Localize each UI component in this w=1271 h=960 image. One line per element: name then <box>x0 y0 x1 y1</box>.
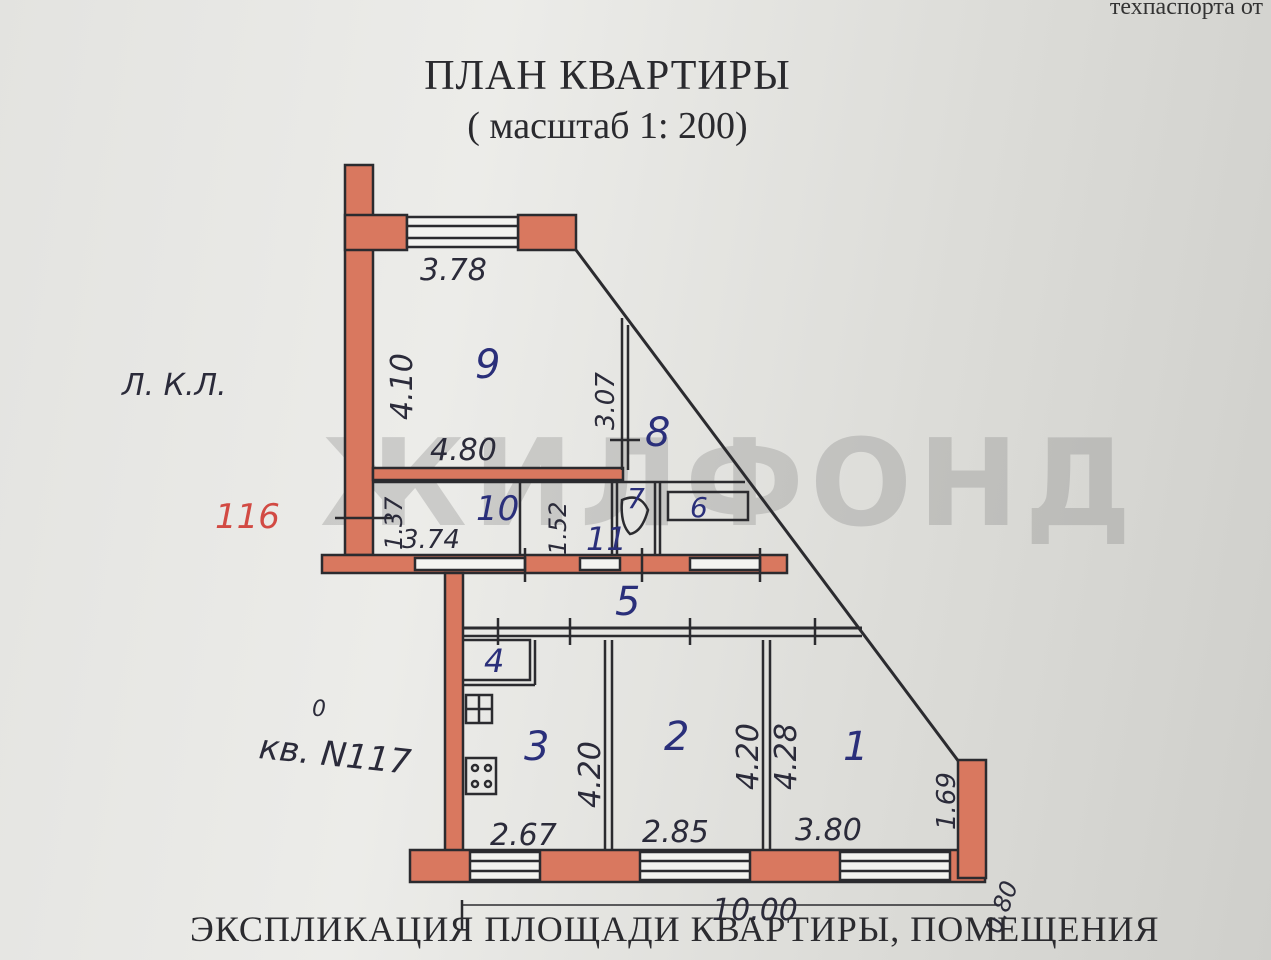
room-number-2: 2 <box>664 714 689 760</box>
dim-right-wall: 1.69 <box>932 772 962 830</box>
room-number-8: 8 <box>645 410 670 456</box>
dim-room9-width-top: 3.78 <box>420 253 487 288</box>
stove-icon <box>464 756 498 796</box>
top-wall-left <box>343 213 409 252</box>
dim-room2-width: 2.85 <box>642 815 709 850</box>
room-number-3: 3 <box>524 724 549 770</box>
room4-outline <box>463 638 532 682</box>
dim-room1-width: 3.80 <box>795 813 862 848</box>
right-wall <box>956 758 988 880</box>
plan-scale: ( масштаб 1: 200) <box>467 105 748 147</box>
dim-room10-width: 3.74 <box>402 525 460 555</box>
left-wall-lower <box>443 571 465 860</box>
dim-total-width: 10.00 <box>712 893 798 928</box>
window-room1 <box>838 850 952 882</box>
window-room2 <box>638 850 752 882</box>
toilet-fixture <box>620 496 650 536</box>
dim-room1-height: 4.28 <box>769 723 804 790</box>
diagonal-wall <box>574 249 967 771</box>
window-room9 <box>405 215 520 249</box>
dim-room9-height: 4.10 <box>385 353 420 420</box>
room-number-10: 10 <box>476 489 519 529</box>
room-number-9: 9 <box>475 342 500 388</box>
window-room3 <box>468 850 542 882</box>
dim-room8-height: 3.07 <box>591 372 621 430</box>
room-number-5: 5 <box>615 579 640 625</box>
room-number-4: 4 <box>484 642 504 680</box>
room-number-6: 6 <box>690 491 708 524</box>
partition-9-10 <box>371 466 625 482</box>
stairwell-label: Л. К.Л. <box>121 368 227 403</box>
room-number-7: 7 <box>627 482 645 515</box>
top-wall-right <box>516 213 578 252</box>
neighbor-apt-116: 116 <box>215 497 280 537</box>
dim-room11-height: 1.52 <box>544 502 572 555</box>
bathtub <box>666 490 750 522</box>
plan-title: ПЛАН КВАРТИРЫ <box>424 53 791 99</box>
dim-room2-height: 4.20 <box>731 723 766 790</box>
dim-room10-height: 1.37 <box>380 496 408 550</box>
dim-room9-width-bottom: 4.80 <box>430 433 497 468</box>
room-number-1: 1 <box>843 724 868 770</box>
dim-room3-width: 2.67 <box>490 818 557 853</box>
watermark-text: ЖИЛФОНД <box>320 415 1137 554</box>
room-number-11: 11 <box>586 520 627 558</box>
dim-room3-height: 4.20 <box>573 741 608 808</box>
explication-heading: ЭКСПЛИКАЦИЯ ПЛОЩАДИ КВАРТИРЫ, ПОМЕЩЕНИЯ <box>190 909 1160 949</box>
corner-text: техпаспорта от <box>1109 0 1263 20</box>
neighbor-apt-117: кв. N117 <box>257 727 413 783</box>
neighbor-apt-mark: 0 <box>312 697 326 722</box>
